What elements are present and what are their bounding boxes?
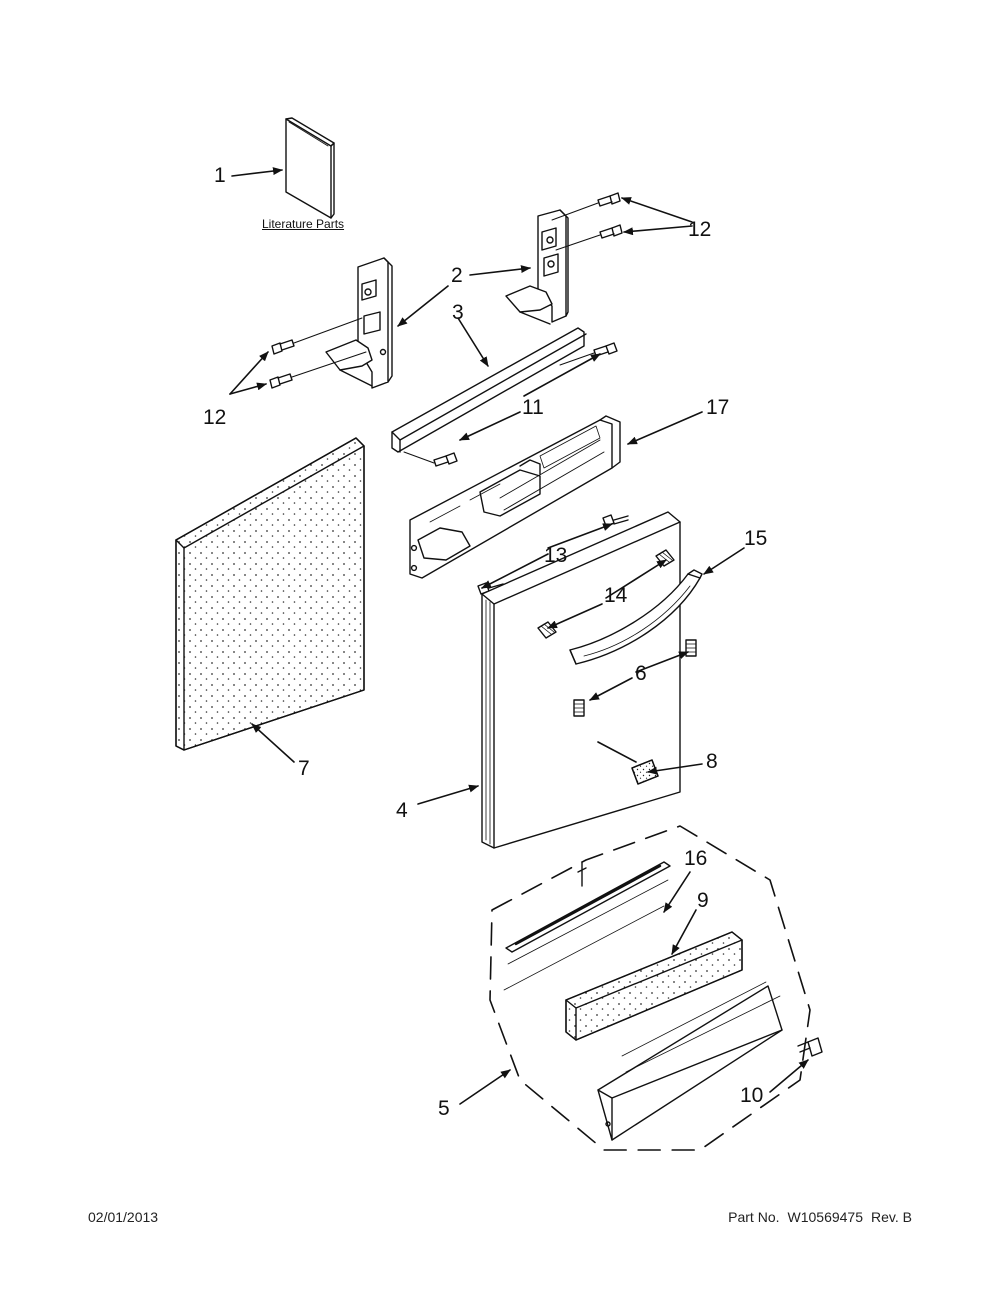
- left-door-hinge: [325, 257, 393, 389]
- callout-11: 11: [522, 396, 544, 419]
- door-insulation-panel: [175, 437, 365, 751]
- callout-2: 2: [451, 264, 463, 287]
- literature-booklet: [285, 117, 335, 219]
- part-number: W10569475: [787, 1209, 864, 1225]
- callout-13: 13: [544, 544, 568, 567]
- callout-10: 10: [740, 1084, 764, 1107]
- callout-8: 8: [706, 750, 718, 773]
- channel-screws: [403, 342, 618, 467]
- kit-boundary: [489, 825, 811, 1151]
- door-handle: [569, 569, 703, 665]
- literature-parts-label: Literature Parts: [262, 217, 345, 231]
- hinge-screws-left: [269, 317, 367, 389]
- callout-3: 3: [452, 301, 464, 324]
- callout-12-left: 12: [203, 406, 227, 429]
- trim-strip: [503, 861, 671, 991]
- callout-15: 15: [744, 527, 768, 550]
- door-top-channel: [391, 327, 587, 453]
- callout-6: 6: [635, 662, 647, 685]
- toe-plate-screw: [797, 1037, 823, 1057]
- callout-17: 17: [706, 396, 730, 419]
- footer-part-info: Part No. W10569475 Rev. B: [728, 1209, 912, 1225]
- footer-date: 02/01/2013: [88, 1209, 159, 1225]
- callout-7: 7: [298, 757, 310, 780]
- revision: Rev. B: [871, 1209, 912, 1225]
- callout-16: 16: [684, 847, 708, 870]
- leader-arrows: [229, 167, 809, 1105]
- toe-plate: [597, 981, 783, 1141]
- foam-strip: [565, 931, 743, 1041]
- callout-4: 4: [396, 799, 408, 822]
- outer-door-panel: [481, 511, 681, 849]
- callout-12-right: 12: [688, 218, 712, 241]
- callout-9: 9: [697, 889, 709, 912]
- callout-14: 14: [604, 584, 628, 607]
- hinge-screws-right: [551, 192, 623, 251]
- door-latch-assembly: [409, 415, 621, 579]
- door-badge: [631, 759, 659, 785]
- callout-1: 1: [214, 164, 226, 187]
- right-door-hinge: [505, 209, 569, 325]
- part-number-label: Part No.: [728, 1209, 780, 1225]
- callout-5: 5: [438, 1097, 450, 1120]
